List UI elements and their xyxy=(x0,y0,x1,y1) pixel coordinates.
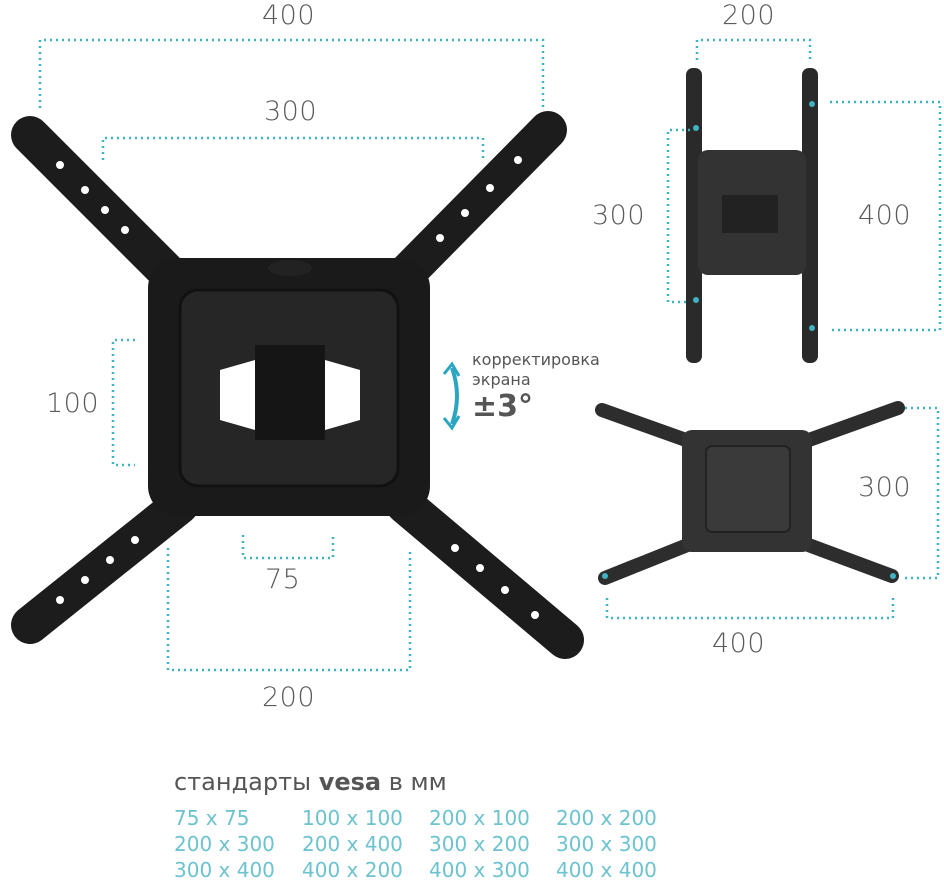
dim-main-bottom-200: 200 xyxy=(262,682,316,713)
tilt-note-line1: корректировка xyxy=(472,350,600,369)
tilt-value: ±3° xyxy=(472,389,534,424)
vesa-size: 400 x 300 xyxy=(429,858,530,882)
vesa-size: 200 x 200 xyxy=(556,806,657,830)
vesa-title-prefix: стандарты xyxy=(174,768,312,796)
vesa-title: стандарты vesa в мм xyxy=(174,768,447,796)
vesa-size: 400 x 200 xyxy=(302,858,403,882)
tilt-note-line2: экрана xyxy=(472,370,531,389)
vesa-size-list: 75 x 75 100 x 100 200 x 100 200 x 200 20… xyxy=(174,806,676,882)
dim-vertical-right-400: 400 xyxy=(858,200,912,231)
tilt-arrow-icon xyxy=(450,367,459,425)
dim-vertical-left-300: 300 xyxy=(592,200,646,231)
dim-main-bottom-75: 75 xyxy=(265,564,301,595)
vesa-title-brand: vesa xyxy=(318,768,382,796)
vesa-title-suffix: в мм xyxy=(388,768,447,796)
dim-main-top-400: 400 xyxy=(262,0,316,31)
dim-horizontal-right-300: 300 xyxy=(858,472,912,503)
vesa-size: 300 x 300 xyxy=(556,832,657,856)
vesa-size: 200 x 400 xyxy=(302,832,403,856)
vesa-size: 75 x 75 xyxy=(174,806,250,830)
vesa-size: 200 x 300 xyxy=(174,832,275,856)
dim-vertical-top-200: 200 xyxy=(722,0,776,31)
dim-horizontal-bottom-400: 400 xyxy=(712,628,766,659)
dim-main-top-300: 300 xyxy=(264,96,318,127)
vesa-size: 400 x 400 xyxy=(556,858,657,882)
vesa-size: 200 x 100 xyxy=(429,806,530,830)
dim-main-left-100: 100 xyxy=(46,388,100,419)
dimension-lines xyxy=(38,38,942,672)
vesa-size: 100 x 100 xyxy=(302,806,403,830)
tilt-note: корректировка экрана ±3° xyxy=(472,350,600,424)
vesa-size: 300 x 200 xyxy=(429,832,530,856)
main-mount xyxy=(11,111,584,659)
horizontal-mount xyxy=(595,401,905,585)
vertical-mount xyxy=(686,68,818,363)
vesa-size: 300 x 400 xyxy=(174,858,275,882)
